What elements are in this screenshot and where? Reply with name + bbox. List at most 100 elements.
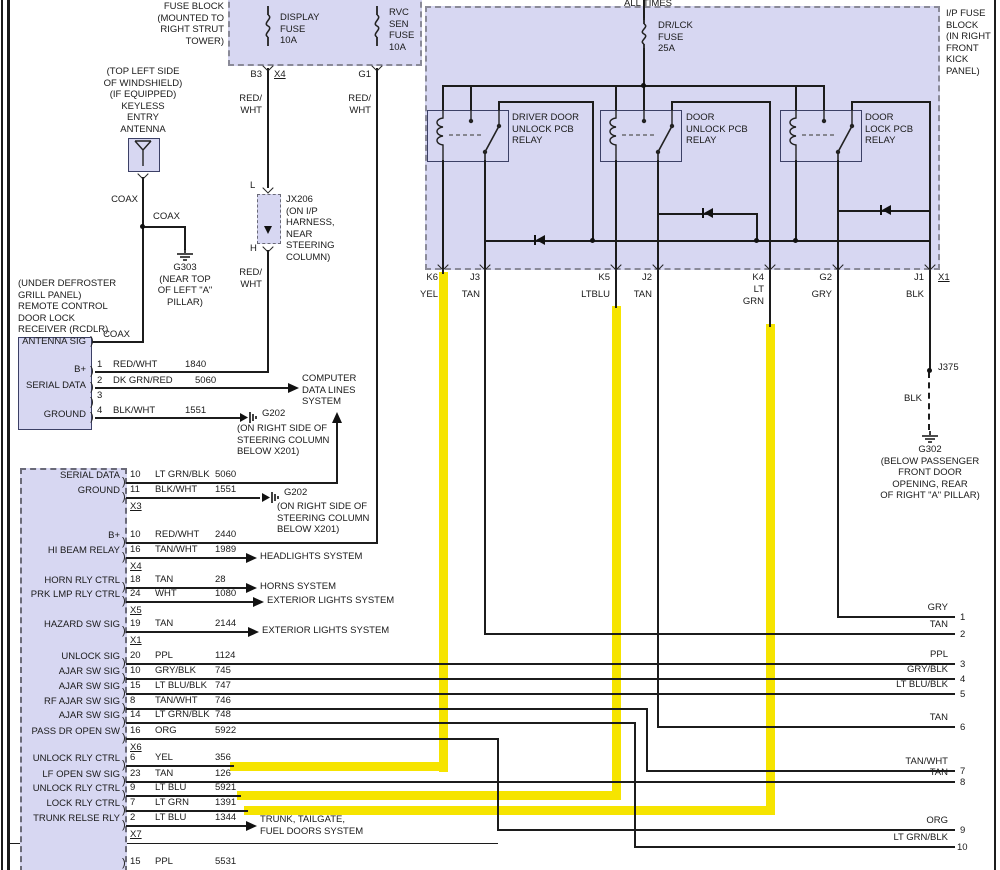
g202-note-rcdlr: (ON RIGHT SIDE OF STEERING COLUMN BELOW … xyxy=(237,423,330,457)
pin-bracket: ) xyxy=(122,672,126,684)
bcm-row-color: TAN/WHT xyxy=(155,695,198,706)
g302-wire-color: BLK xyxy=(904,393,922,404)
bcm-row-pin: 7 xyxy=(130,797,136,808)
pin-bracket: ) xyxy=(122,804,126,816)
wire-r1-output-drop xyxy=(592,101,594,241)
right-pin-num: 7 xyxy=(960,766,966,777)
g303-ground-icon xyxy=(177,249,193,261)
wire-bus-drop-r2coil xyxy=(615,85,617,110)
highlight-k4-vertical xyxy=(766,324,775,815)
g303-label: G303 (NEAR TOP OF LEFT "A" PILLAR) xyxy=(157,262,213,308)
wire-r3-contactb-riser xyxy=(851,101,853,110)
wire-g1-redwht xyxy=(376,68,378,544)
rcdlr-row1-circuit: 1840 xyxy=(185,359,207,370)
wire-pin9-line xyxy=(497,829,955,831)
ip-pin-g2: G2 xyxy=(819,272,832,283)
wire-k5-ltblu-stub xyxy=(615,160,617,308)
highlight-k6-horizontal xyxy=(230,762,448,771)
wire-bus-drop-r3coil xyxy=(795,85,797,110)
ip-pin-k6: K6 xyxy=(426,272,438,283)
wire-bcm-ajar2 xyxy=(126,693,955,695)
highlight-k6-vertical xyxy=(439,272,448,772)
wire-bcm-ajar3 xyxy=(126,722,636,724)
bcm-conn-x7: X7 xyxy=(130,829,142,840)
right-pin-color: LT GRN/BLK xyxy=(893,832,948,843)
g202-splice-icon-bcm xyxy=(262,492,279,503)
wire-pin10-line xyxy=(634,846,955,848)
g302-label: G302 (BELOW PASSENGER FRONT DOOR OPENING… xyxy=(880,444,980,501)
ref-headlights: HEADLIGHTS SYSTEM xyxy=(260,551,363,562)
right-pin-color: PPL xyxy=(930,649,948,660)
wire-pin6-line xyxy=(657,726,955,728)
right-pin-num: 2 xyxy=(960,629,966,640)
wire-bottom-bus xyxy=(484,240,931,242)
bcm-row-label: HAZARD SW SIG xyxy=(43,619,120,630)
wire-g303-drop xyxy=(184,226,186,250)
wire-bcm-lockrly-stub xyxy=(126,810,248,812)
coax-label-2: COAX xyxy=(153,211,180,222)
wire-bcm-horn xyxy=(126,587,248,589)
relay-1-label: DRIVER DOOR UNLOCK PCB RELAY xyxy=(512,112,580,146)
wire-b3-redwht-upper xyxy=(267,68,269,188)
g202-note-bcm: (ON RIGHT SIDE OF STEERING COLUMN BELOW … xyxy=(277,501,370,535)
arrow-exterior-2 xyxy=(248,627,259,637)
pin-bracket: ) xyxy=(122,581,126,593)
bcm-row-label: LOCK RLY CTRL xyxy=(46,798,120,809)
wire-j3-tan xyxy=(484,160,486,635)
bcm-row-color: PPL xyxy=(155,650,173,661)
wire-tanwht-bend xyxy=(646,708,648,772)
bcm-row-circuit: 1124 xyxy=(215,650,236,661)
page-border-right xyxy=(994,0,996,870)
bcm-row-circuit: 748 xyxy=(215,709,231,720)
pin-bracket: ) xyxy=(122,732,126,744)
bcm-box xyxy=(20,468,127,870)
wire-bcm-rfajar xyxy=(126,708,648,710)
wire-label-redwht-jx: RED/ WHT xyxy=(239,267,262,290)
wire-k4-ltgrn xyxy=(769,101,771,327)
jx206-pin-l: L xyxy=(250,180,256,191)
pin-bracket: ) xyxy=(122,687,126,699)
wire-j1-blk xyxy=(929,101,931,372)
page-cut-line xyxy=(8,843,498,844)
wire-drlck-fuse-top xyxy=(643,0,645,20)
bcm-row-circuit: 126 xyxy=(215,768,231,779)
right-pin-num: 8 xyxy=(960,777,966,788)
highlight-k5-horizontal xyxy=(237,791,621,800)
wire-bcm-hazard xyxy=(126,631,250,633)
bcm-row-circuit: 28 xyxy=(215,574,226,585)
bcm-conn-x4: X4 xyxy=(130,561,142,572)
bcm-row-label: HI BEAM RELAY xyxy=(47,545,120,556)
rvc-sen-fuse-icon xyxy=(374,6,380,46)
ip-color-ltblu: LTBLU xyxy=(581,289,610,300)
bcm-row-pin: 20 xyxy=(130,650,141,661)
ip-color-tan1: TAN xyxy=(461,289,480,300)
bcm-row-circuit: 747 xyxy=(215,680,231,691)
jx206-label: JX206 (ON I/P HARNESS, NEAR STEERING COL… xyxy=(286,194,335,263)
relay-3-label: DOOR LOCK PCB RELAY xyxy=(865,112,914,146)
rcdlr-note: (UNDER DEFROSTER GRILL PANEL) REMOTE CON… xyxy=(18,278,117,335)
bcm-row-pin: 10 xyxy=(130,469,141,480)
relay-2-label: DOOR UNLOCK PCB RELAY xyxy=(686,112,748,146)
rcdlr-pin-serial: SERIAL DATA xyxy=(25,380,86,391)
bcm-conn-x1b: X1 xyxy=(130,635,142,646)
bcm-row-color: LT BLU xyxy=(155,782,187,793)
wire-org-bend xyxy=(497,738,499,831)
wire-rcdlr-row2 xyxy=(95,387,291,389)
bcm-row-label: AJAR SW SIG xyxy=(58,681,120,692)
pin-bracket: ) xyxy=(122,857,126,869)
wire-bcm-lfopen xyxy=(126,781,955,783)
right-pin-num: 9 xyxy=(960,825,966,836)
wire-pin2-line xyxy=(484,633,955,635)
pin-bracket: ) xyxy=(122,657,126,669)
right-pin-num: 5 xyxy=(960,689,966,700)
bcm-row-label: LF OPEN SW SIG xyxy=(42,769,120,780)
bcm-row-label: B+ xyxy=(108,530,120,541)
g202-splice-icon-rcdlr xyxy=(240,412,257,423)
bcm-row-circuit: 1080 xyxy=(215,588,237,599)
bcm-row-pin: 14 xyxy=(130,709,141,720)
bcm-row-label: TRUNK RELSE RLY xyxy=(33,813,120,824)
strut-fuse-block-label: FUSE BLOCK (MOUNTED TO RIGHT STRUT TOWER… xyxy=(157,1,224,47)
ip-pin-j2: J2 xyxy=(641,272,652,283)
pin-bracket: ) xyxy=(90,411,94,423)
right-pin-color: ORG xyxy=(926,815,948,826)
